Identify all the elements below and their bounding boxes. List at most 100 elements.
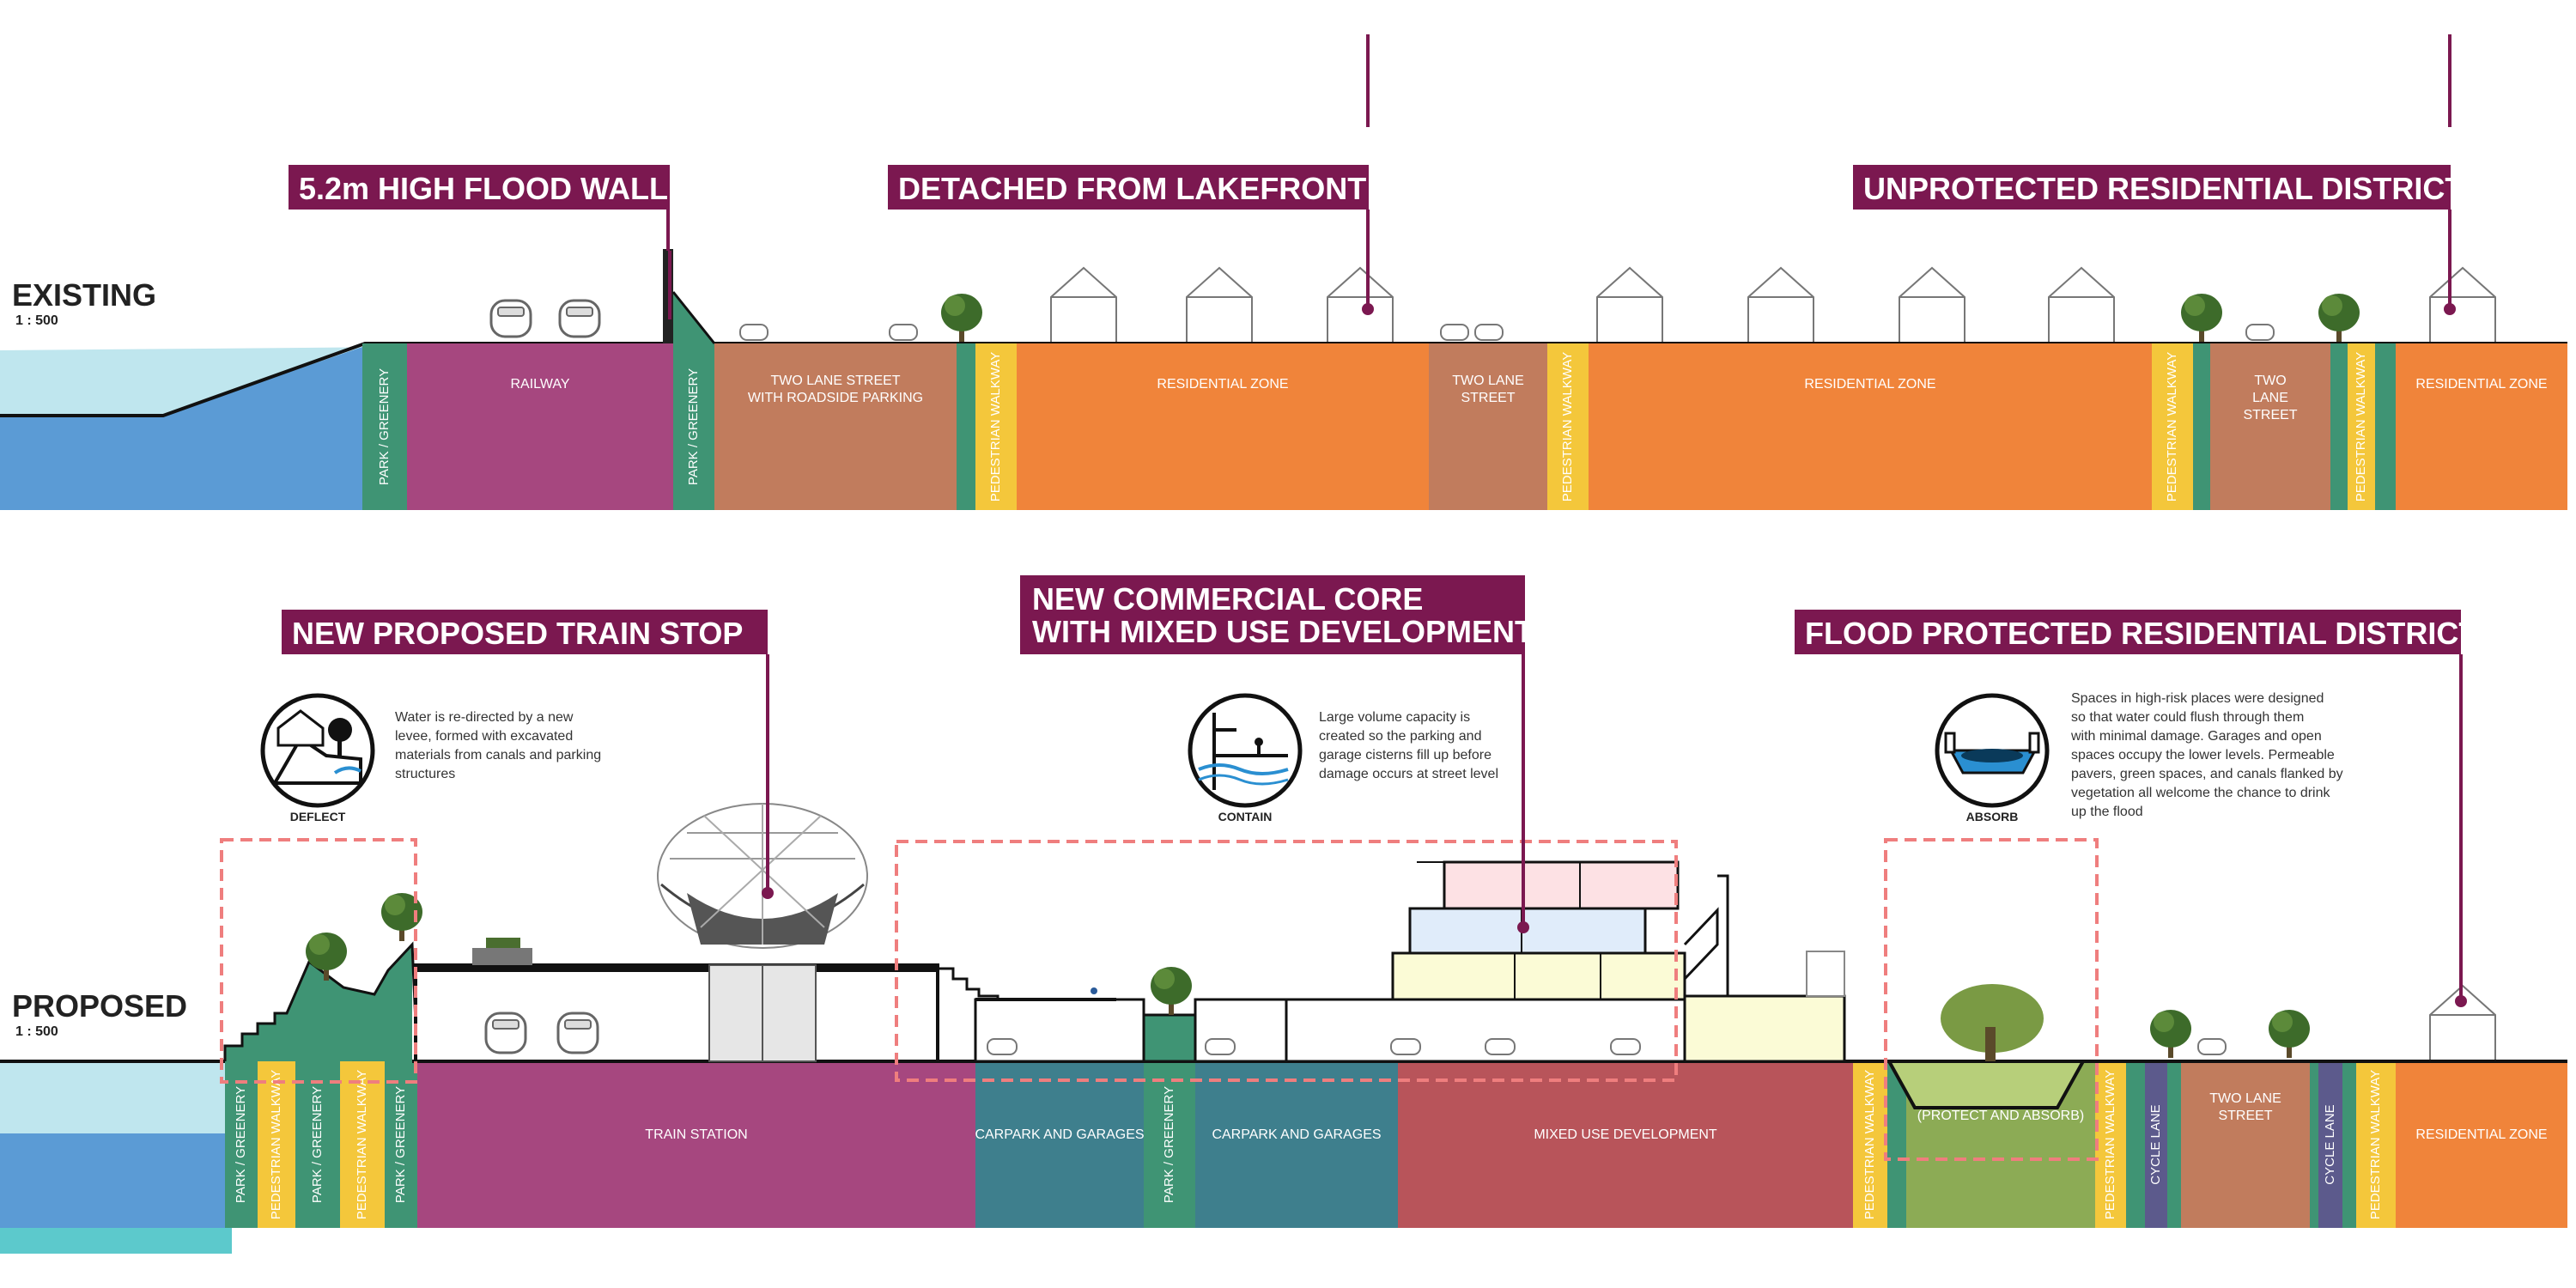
proposed-tree-4	[2150, 1010, 2191, 1058]
existing-car-3	[1440, 324, 1469, 341]
proposed-zone-p-ped2: PEDESTRIAN WALKWAY	[340, 1061, 385, 1228]
proposed-zone-label-p-train: TRAIN STATION	[645, 1127, 747, 1142]
proposed-zone-p-car2: CARPARK AND GARAGES	[1195, 1061, 1398, 1228]
callout-commercial-line-2: WITH MIXED USE DEVELOPMENT	[1032, 614, 1534, 649]
proposed-zone-p-res: RESIDENTIAL ZONE	[2396, 1061, 2567, 1228]
contain-desc-3: garage cisterns fill up before	[1319, 748, 1492, 762]
proposed-section: PARK / GREENERY PEDESTRIAN WALKWAY PARK / …	[0, 575, 2567, 1254]
existing-tree-3	[2318, 294, 2360, 342]
absorb-desc-5: pavers, green spaces, and canals flanked…	[2071, 767, 2343, 781]
contain-desc-4: damage occurs at street level	[1319, 767, 1498, 781]
existing-zone-park2: PARK / GREENERY	[673, 343, 714, 510]
existing-zone-label-street1-line-2: WITH ROADSIDE PARKING	[748, 391, 923, 405]
proposed-zone-p-ped5: PEDESTRIAN WALKWAY	[2356, 1061, 2396, 1228]
existing-zone-label-res3: RESIDENTIAL ZONE	[2415, 377, 2547, 392]
proposed-zone-label-p-ped2: PEDESTRIAN WALKWAY	[355, 1070, 369, 1219]
contain-desc-2: created so the parking and	[1319, 729, 1481, 744]
proposed-zone-p-park4: PARK / GREENERY	[1144, 1061, 1195, 1228]
callout-dot-unprotected	[2444, 303, 2456, 315]
existing-zone-label-street2-line-2: STREET	[1461, 391, 1515, 405]
proposed-zone-p-park3: PARK / GREENERY	[385, 1061, 417, 1228]
callout-flood-wall-text: 5.2m HIGH FLOOD WALL	[299, 171, 668, 206]
proposed-zone-label-p-street-line-2: STREET	[2218, 1109, 2272, 1123]
absorb-highlight-box	[1884, 838, 2099, 1161]
existing-zone-park1: PARK / GREENERY	[362, 343, 407, 510]
proposed-zone-p-park1: PARK / GREENERY	[225, 1061, 258, 1228]
proposed-zone-p-mixed: MIXED USE DEVELOPMENT	[1398, 1061, 1853, 1228]
deflect-highlight-box	[220, 838, 417, 1084]
proposed-trees	[306, 893, 2310, 1058]
flood-wall-outline	[671, 291, 716, 344]
carpark-structure-1	[974, 987, 1145, 1063]
callout-unprotected: UNPROTECTED RESIDENTIAL DISTRICT	[1853, 165, 2464, 210]
proposed-train-car-2	[556, 1012, 599, 1054]
proposed-zone-label-p-ped5: PEDESTRIAN WALKWAY	[2368, 1070, 2383, 1219]
proposed-section-label: PROPOSED	[12, 988, 187, 1024]
deflect-desc-4: structures	[395, 767, 455, 781]
deflect-desc-3: materials from canals and parking	[395, 748, 601, 762]
absorb-desc-2: so that water could flush through them	[2071, 710, 2304, 725]
existing-zone-green1	[957, 343, 975, 510]
parking-terrace-steps	[938, 967, 999, 1061]
absorb-desc-6: vegetation all welcome the chance to dri…	[2071, 786, 2331, 800]
absorb-desc-3: with minimal damage. Garages and open	[2070, 729, 2322, 744]
existing-tree-1	[941, 294, 982, 342]
proposed-zone-p-g4	[2310, 1061, 2318, 1228]
proposed-zone-p-ped4: PEDESTRIAN WALKWAY	[2095, 1061, 2126, 1228]
existing-house-2	[1186, 266, 1253, 342]
existing-zone-label-street3-line-3: STREET	[2243, 408, 2297, 422]
callout-detached-text: DETACHED FROM LAKEFRONT	[898, 171, 1366, 206]
existing-zone-ped1: PEDESTRIAN WALKWAY	[975, 343, 1017, 510]
existing-scale-label: 1 : 500	[15, 313, 58, 328]
existing-car-5	[2245, 324, 2275, 341]
existing-trees	[941, 294, 2360, 342]
existing-zone-label-park1: PARK / GREENERY	[377, 368, 392, 485]
existing-houses	[1050, 266, 2496, 342]
existing-zone-ped2: PEDESTRIAN WALKWAY	[1547, 343, 1589, 510]
existing-train-car-1	[489, 299, 532, 338]
existing-house-1	[1050, 266, 1117, 342]
proposed-zone-strip: PARK / GREENERY PEDESTRIAN WALKWAY PARK / …	[225, 1061, 2567, 1228]
existing-house-8	[2429, 266, 2496, 342]
existing-house-5	[1747, 266, 1814, 342]
existing-zone-res1: RESIDENTIAL ZONE	[1017, 343, 1429, 510]
absorb-strategy: ABSORB Spaces in high-risk places were d…	[1935, 691, 2343, 823]
proposed-lake-extension	[0, 1228, 232, 1254]
proposed-zone-label-p-car1: CARPARK AND GARAGES	[975, 1127, 1144, 1142]
tidal-park-canal	[1886, 984, 2087, 1109]
proposed-zone-label-p-cyc1: CYCLE LANE	[2148, 1104, 2163, 1184]
proposed-zone-p-car1: CARPARK AND GARAGES	[975, 1061, 1145, 1228]
proposed-zone-label-p-park3: PARK / GREENERY	[393, 1086, 408, 1203]
flood-wall-marker	[668, 251, 671, 319]
proposed-zone-p-cyc2: CYCLE LANE	[2318, 1061, 2342, 1228]
deflect-label: DEFLECT	[290, 810, 346, 823]
proposed-zone-p-g1	[1887, 1061, 1906, 1228]
existing-zone-green4	[2375, 343, 2396, 510]
existing-train-car-2	[558, 299, 601, 338]
proposed-zone-p-g2	[2126, 1061, 2145, 1228]
existing-tree-2	[2181, 294, 2222, 342]
contain-highlight-box	[895, 840, 1678, 1082]
existing-zone-label-park2: PARK / GREENERY	[686, 368, 701, 485]
existing-zone-label-ped3: PEDESTRIAN WALKWAY	[2165, 352, 2179, 501]
existing-zone-res3: RESIDENTIAL ZONE	[2396, 343, 2567, 510]
existing-zone-green2	[2193, 343, 2210, 510]
callout-train-stop: NEW PROPOSED TRAIN STOP	[282, 610, 768, 654]
existing-car-4	[1474, 324, 1504, 341]
proposed-zone-p-g3	[2167, 1061, 2181, 1228]
proposed-zone-label-p-ped4: PEDESTRIAN WALKWAY	[2103, 1070, 2117, 1219]
callout-flood-protected: FLOOD PROTECTED RESIDENTIAL DISTRICT	[1795, 610, 2477, 654]
existing-bank-slope	[0, 347, 362, 510]
absorb-desc-1: Spaces in high-risk places were designed	[2071, 691, 2324, 706]
callout-flood-protected-text: FLOOD PROTECTED RESIDENTIAL DISTRICT	[1805, 616, 2477, 651]
deflect-strategy: DEFLECT Water is re-directed by a new le…	[260, 693, 601, 823]
contain-icon	[1188, 693, 1303, 808]
existing-zone-res2: RESIDENTIAL ZONE	[1589, 343, 2152, 510]
proposed-car-right-1	[2197, 1038, 2227, 1055]
callout-dot-flood-protected	[2455, 995, 2467, 1007]
